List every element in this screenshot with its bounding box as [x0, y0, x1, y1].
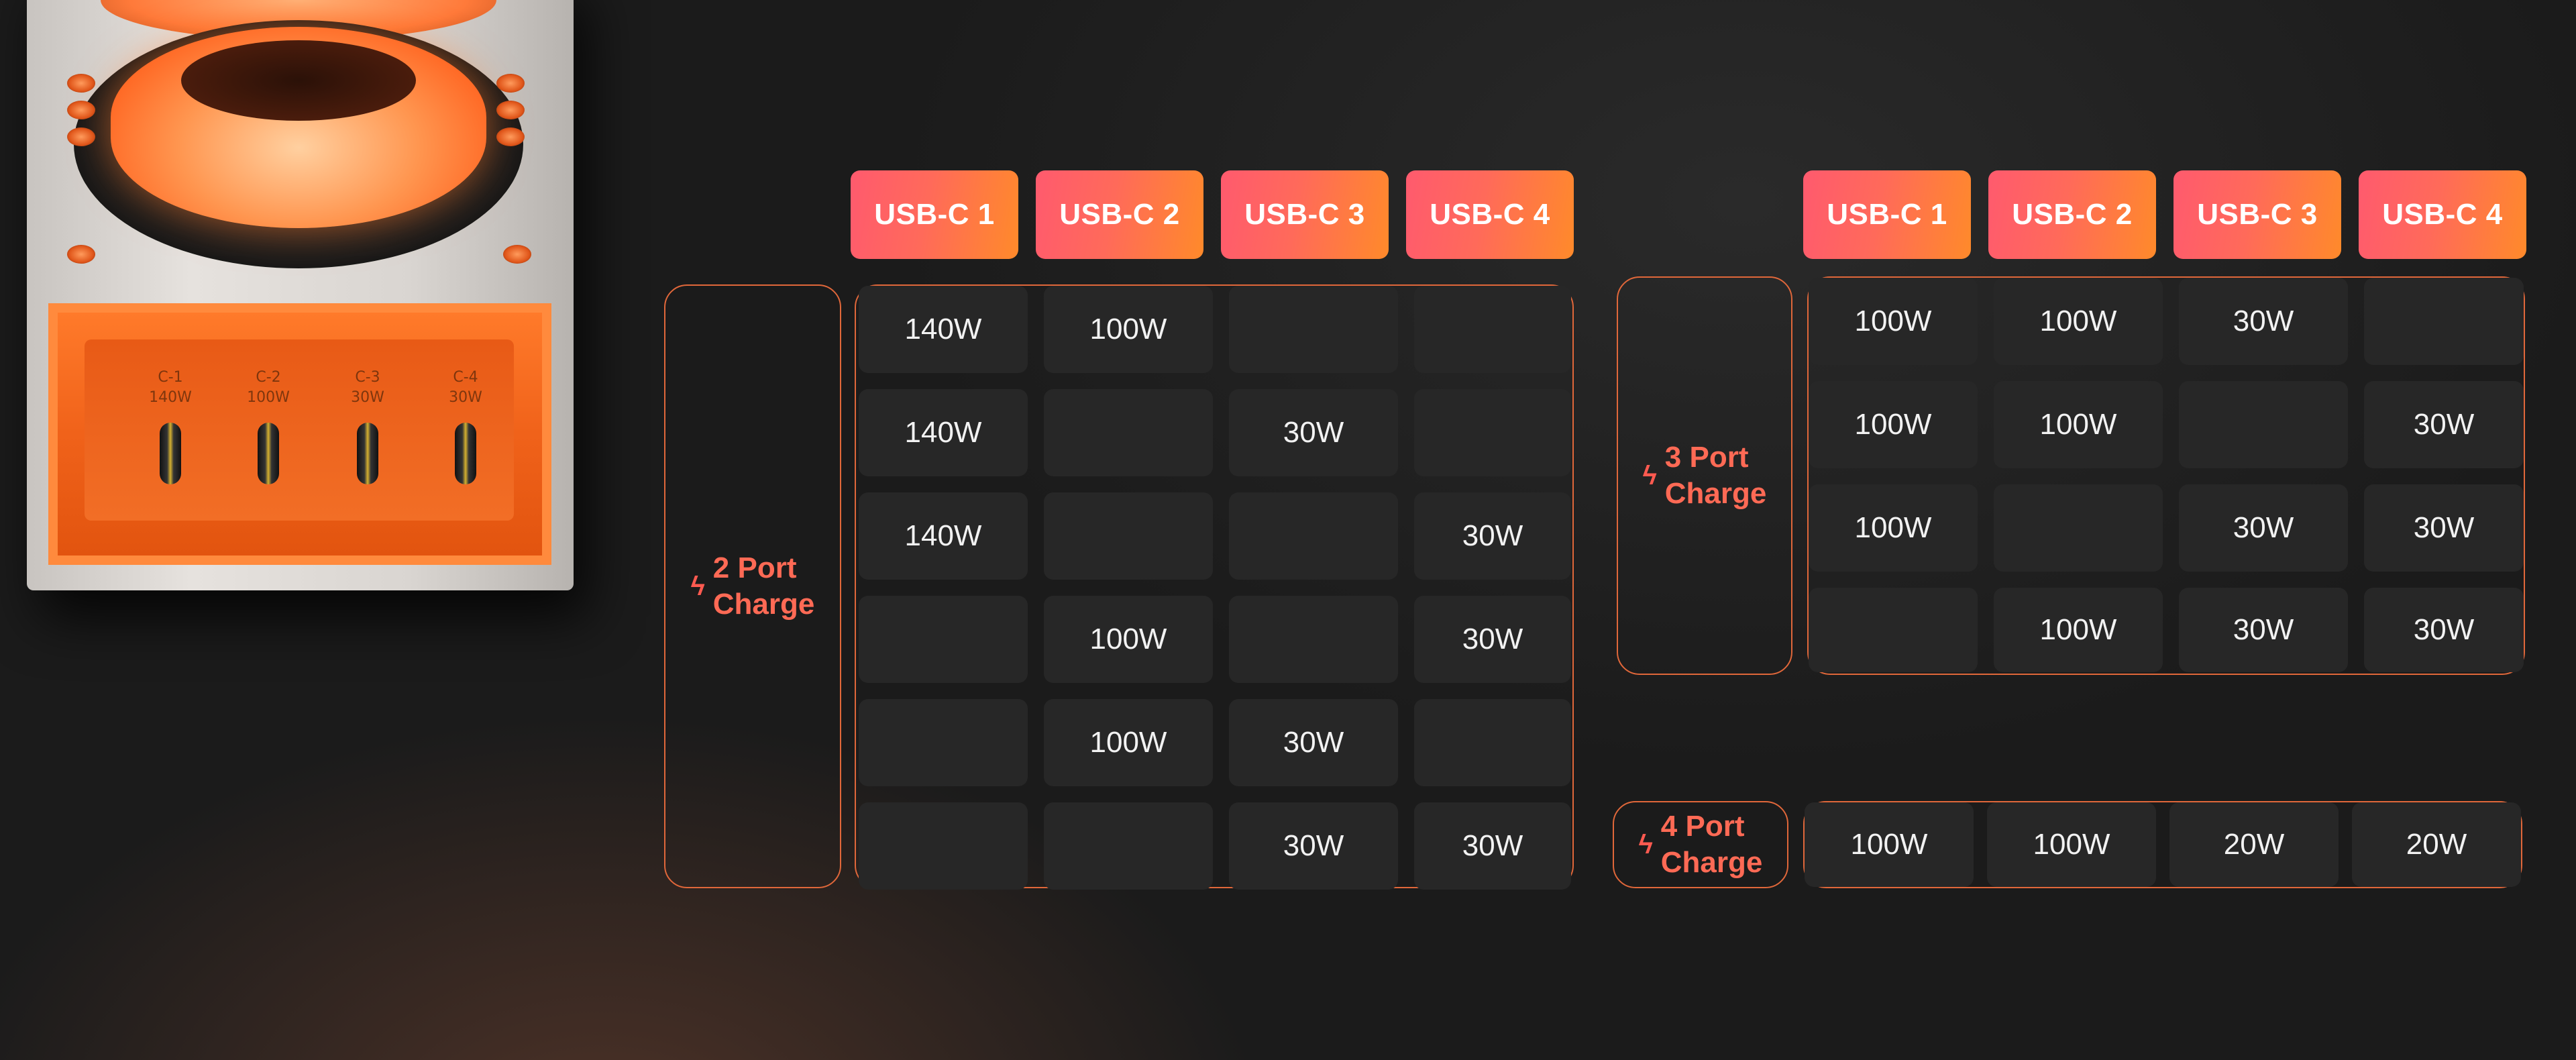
table-cell: 30W	[1414, 492, 1571, 580]
table-cell	[1229, 492, 1398, 580]
header-usb-c-3: USB-C 3	[2174, 170, 2341, 259]
indicator-led	[67, 245, 95, 264]
table-cell: 100W	[1805, 802, 1974, 887]
table-cell: 20W	[2169, 802, 2339, 887]
table-cell: 30W	[2364, 484, 2524, 572]
table-cell	[1809, 588, 1978, 672]
table-cell	[1994, 484, 2163, 572]
table-cell: 100W	[1994, 278, 2163, 365]
header-usb-c-4: USB-C 4	[2359, 170, 2526, 259]
table-cell: 30W	[2179, 278, 2348, 365]
table-cell	[859, 699, 1028, 786]
indicator-led	[496, 74, 525, 93]
table-cell: 140W	[859, 286, 1028, 373]
table-cell: 100W	[1994, 588, 2163, 672]
indicator-led	[496, 101, 525, 119]
header-usb-c-4: USB-C 4	[1406, 170, 1574, 259]
header-usb-c-2: USB-C 2	[1988, 170, 2156, 259]
table-cell: 100W	[1809, 278, 1978, 365]
indicator-led	[496, 127, 525, 146]
table-cell: 30W	[1414, 596, 1571, 683]
three-port-charge-table: 100W 100W 30W 100W 100W 30W 100W 30W 30W…	[1807, 276, 2525, 675]
table-cell	[859, 596, 1028, 683]
table-cell	[859, 802, 1028, 890]
table-cell	[1229, 286, 1398, 373]
table-cell: 20W	[2352, 802, 2521, 887]
table-cell: 30W	[2364, 381, 2524, 468]
table-cell: 30W	[1414, 802, 1571, 890]
ac-socket-opening	[181, 40, 416, 121]
table-cell: 30W	[1229, 699, 1398, 786]
indicator-led	[503, 245, 531, 264]
table-cell: 140W	[859, 492, 1028, 580]
header-usb-c-3: USB-C 3	[1221, 170, 1389, 259]
table-cell	[1414, 286, 1571, 373]
table-cell: 100W	[1044, 699, 1213, 786]
table-cell: 30W	[1229, 389, 1398, 476]
table-cell: 30W	[2179, 484, 2348, 572]
header-usb-c-1: USB-C 1	[851, 170, 1018, 259]
indicator-led	[67, 101, 95, 119]
usb-port-recess	[85, 339, 514, 521]
table-cell: 30W	[2364, 588, 2524, 672]
table-cell: 100W	[1809, 484, 1978, 572]
table-cell	[2179, 381, 2348, 468]
header-usb-c-1: USB-C 1	[1803, 170, 1971, 259]
indicator-led	[67, 74, 95, 93]
table-cell	[1414, 699, 1571, 786]
table-cell: 100W	[1044, 596, 1213, 683]
usb-c-port	[357, 423, 378, 484]
table-cell	[1044, 389, 1213, 476]
table-cell: 30W	[1229, 802, 1398, 890]
table-cell: 140W	[859, 389, 1028, 476]
lightning-icon: ϟ	[1642, 461, 1657, 490]
header-usb-c-2: USB-C 2	[1036, 170, 1203, 259]
table-cell	[1229, 596, 1398, 683]
table-cell: 30W	[2179, 588, 2348, 672]
table-cell: 100W	[1809, 381, 1978, 468]
four-port-charge-table: 100W 100W 20W 20W	[1803, 801, 2522, 888]
two-port-grid: 140W 100W 140W 30W 140W 30W 100W 30W 100…	[856, 286, 1572, 890]
lightning-icon: ϟ	[690, 572, 705, 601]
lightning-icon: ϟ	[1638, 830, 1653, 859]
table-cell	[1044, 492, 1213, 580]
table-cell	[2364, 278, 2524, 365]
indicator-led	[67, 127, 95, 146]
table-cell	[1044, 802, 1213, 890]
usb-c-port	[258, 423, 279, 484]
table-cell: 100W	[1987, 802, 2156, 887]
two-port-charge-table: 140W 100W 140W 30W 140W 30W 100W 30W 100…	[855, 284, 1574, 890]
usb-c-port	[455, 423, 476, 484]
table-cell: 100W	[1044, 286, 1213, 373]
table-cell: 100W	[1994, 381, 2163, 468]
table-cell	[1414, 389, 1571, 476]
usb-c-port	[160, 423, 181, 484]
